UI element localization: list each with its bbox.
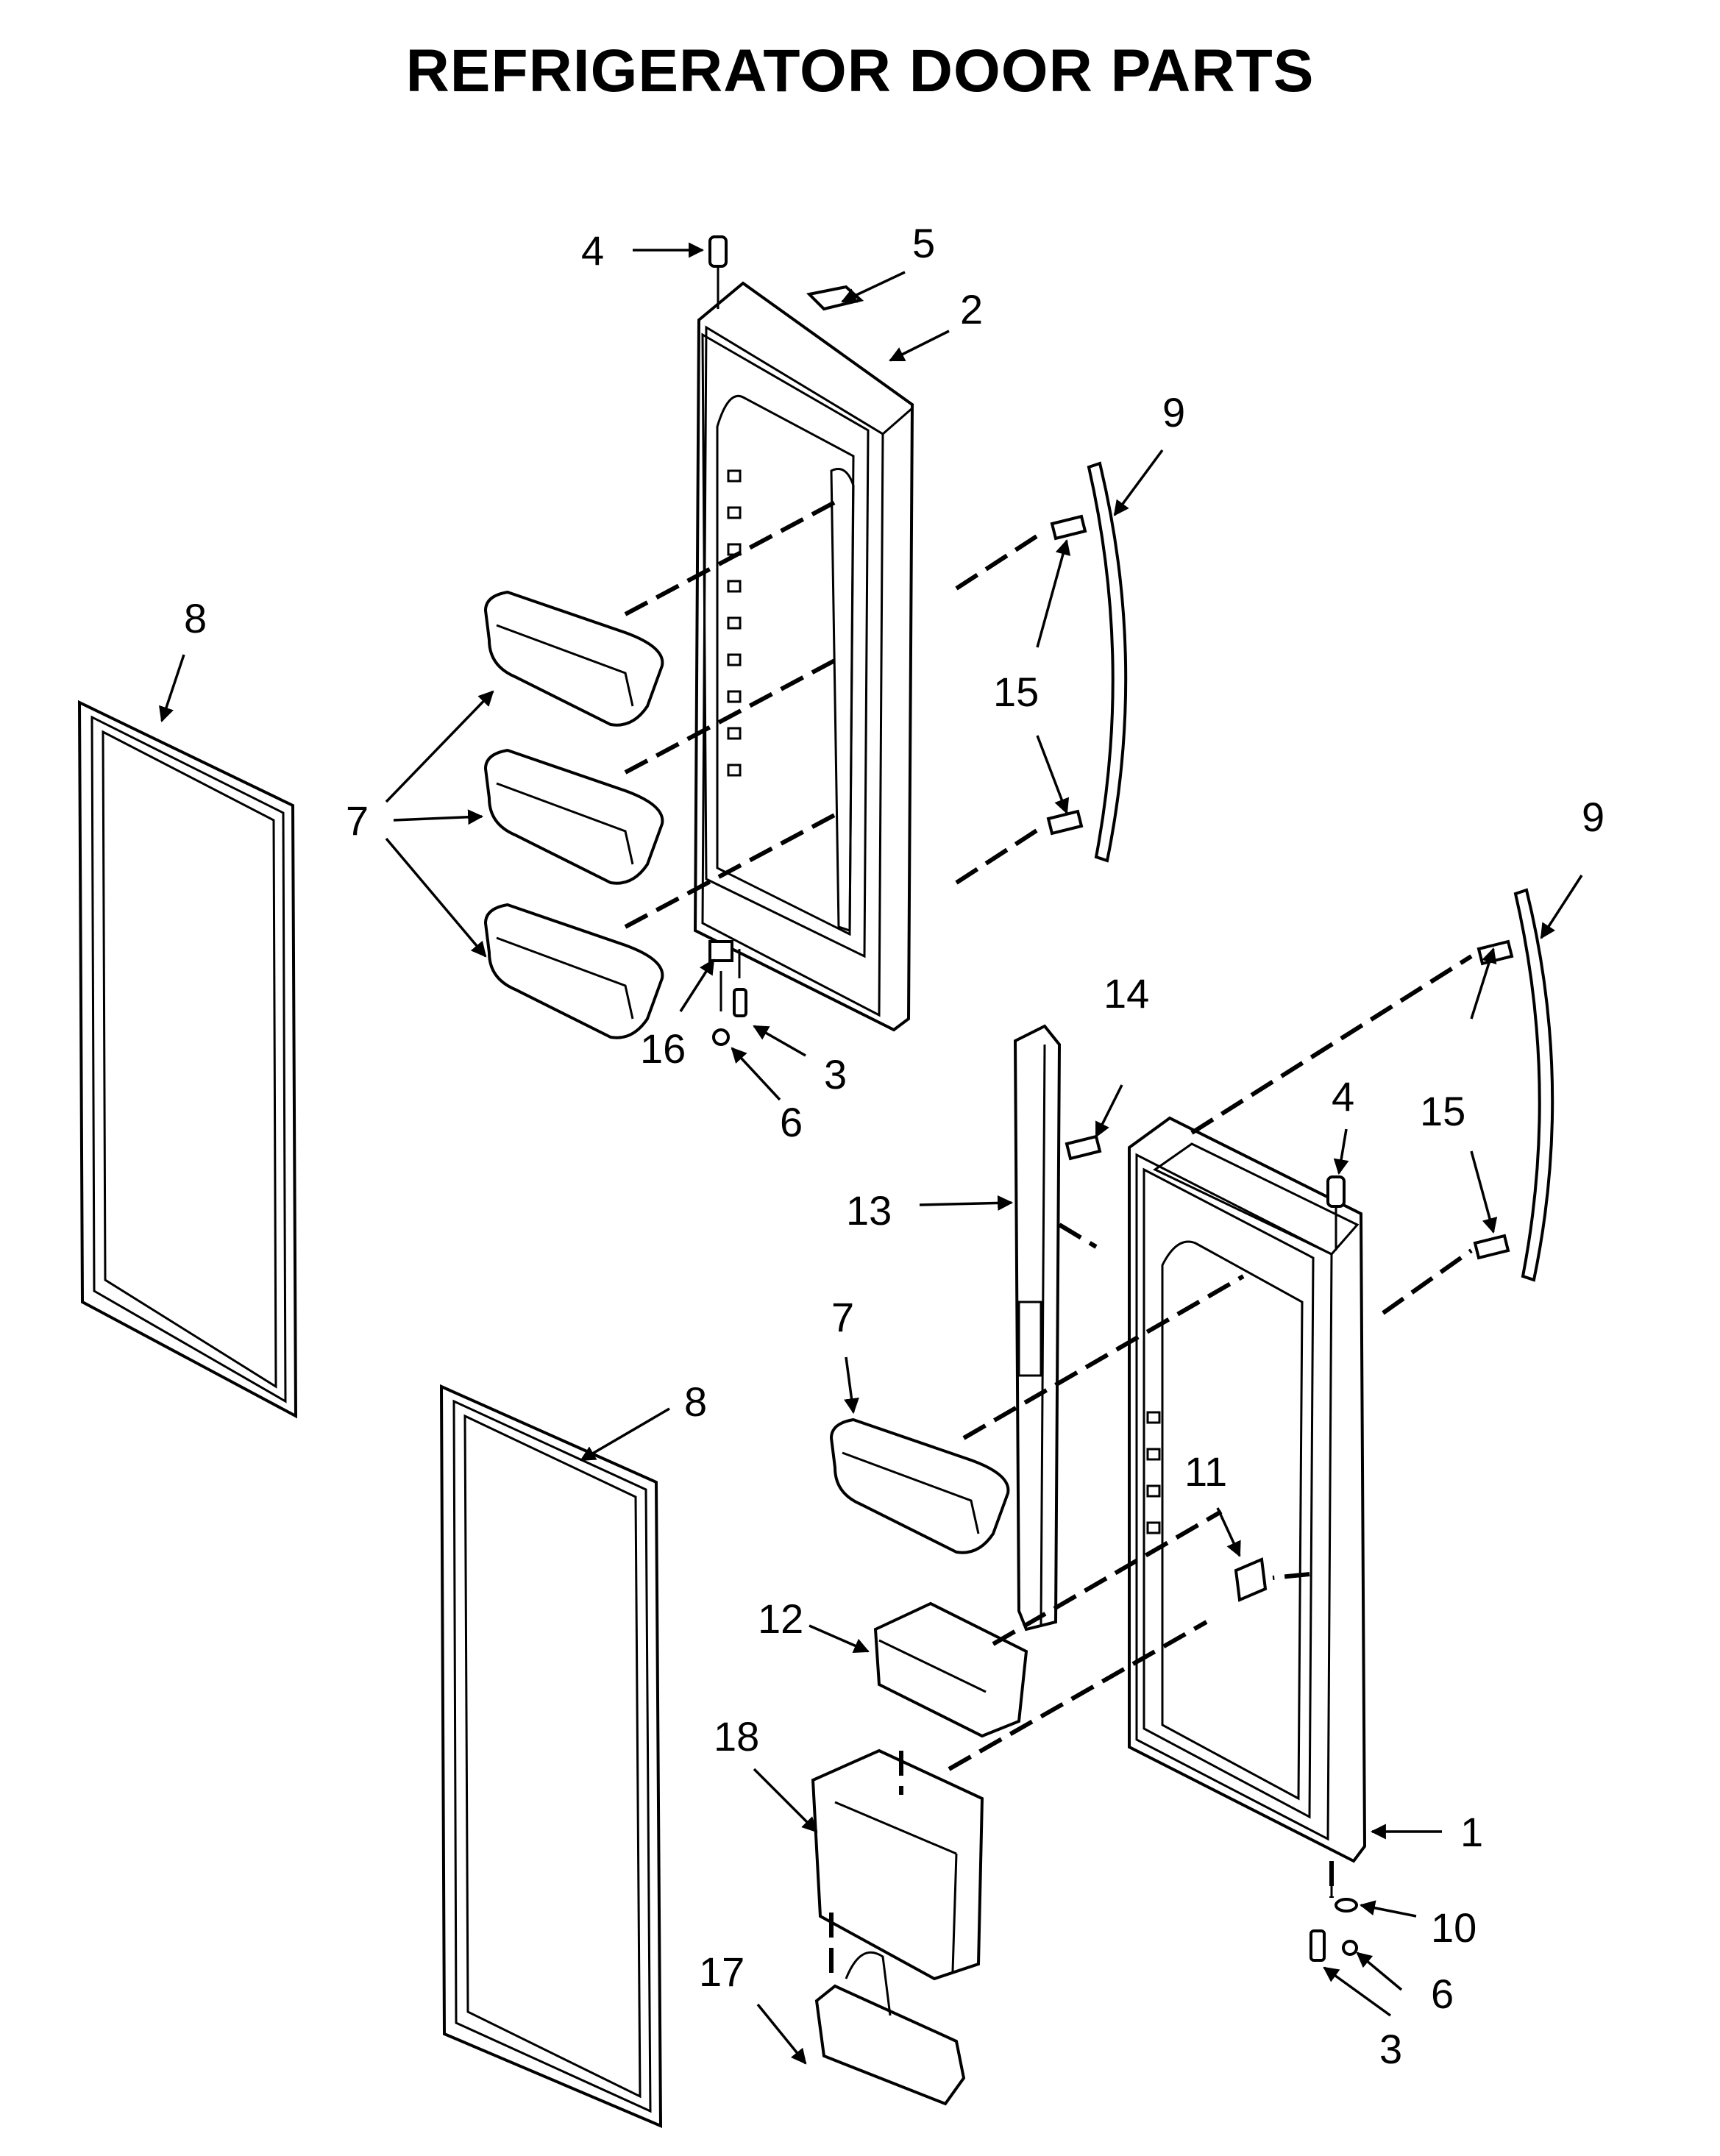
callout-7-left: 7 bbox=[346, 797, 369, 844]
callout-labels: 4 5 2 9 8 15 7 9 16 3 6 14 4 15 13 7 8 1… bbox=[184, 220, 1604, 2072]
door-stop-16 bbox=[708, 940, 741, 978]
door-gasket-upper bbox=[77, 700, 298, 1419]
callout-4-right: 4 bbox=[1332, 1073, 1354, 1120]
callout-3-right: 3 bbox=[1379, 2026, 1402, 2072]
callout-16: 16 bbox=[640, 1025, 686, 1072]
leader-arrows bbox=[159, 242, 1583, 2065]
callout-6-left: 6 bbox=[780, 1099, 803, 1145]
door-gasket-lower bbox=[439, 1384, 663, 2129]
callout-10: 10 bbox=[1431, 1904, 1476, 1951]
washer-6-left bbox=[712, 1028, 730, 1046]
callout-8-lower: 8 bbox=[684, 1378, 707, 1425]
left-door-assembly bbox=[693, 281, 914, 1032]
handle-screws-upper bbox=[1046, 514, 1087, 836]
callout-3-left: 3 bbox=[824, 1051, 847, 1097]
callout-15-lower: 15 bbox=[1420, 1088, 1465, 1134]
callout-8-upper: 8 bbox=[184, 595, 207, 641]
mullion-screw bbox=[1065, 1134, 1102, 1161]
dispenser-bin-12 bbox=[873, 1601, 1028, 1738]
right-door-shelf-tabs bbox=[1146, 1411, 1161, 1534]
page-title: REFRIGERATOR DOOR PARTS bbox=[405, 38, 1315, 104]
callout-13: 13 bbox=[846, 1187, 892, 1234]
callout-4-top-left: 4 bbox=[581, 227, 604, 274]
dispenser-tray-17 bbox=[814, 1951, 966, 2106]
alignment-lines bbox=[624, 498, 1473, 1979]
callout-2: 2 bbox=[960, 286, 983, 332]
door-bracket-11 bbox=[1234, 1557, 1268, 1602]
screw-3-left bbox=[719, 971, 747, 1017]
door-bin-3 bbox=[483, 903, 664, 1039]
callout-7-right: 7 bbox=[831, 1294, 854, 1340]
callout-12: 12 bbox=[758, 1595, 803, 1642]
door-bin-4 bbox=[829, 1417, 1010, 1554]
center-mullion bbox=[1013, 1024, 1062, 1632]
callout-9-lower: 9 bbox=[1582, 794, 1604, 840]
callout-5: 5 bbox=[912, 220, 935, 266]
door-handle-upper bbox=[1087, 461, 1128, 863]
dispenser-housing-18 bbox=[811, 1748, 984, 1981]
callout-17: 17 bbox=[699, 1949, 744, 1995]
callout-15-upper: 15 bbox=[993, 669, 1039, 715]
hinge-pin-top-left bbox=[708, 235, 728, 309]
hinge-parts-bottom-right bbox=[1309, 1861, 1358, 1962]
right-door-assembly bbox=[1128, 1116, 1367, 1863]
callout-11: 11 bbox=[1184, 1448, 1227, 1495]
hinge-pin-top-right bbox=[1326, 1175, 1346, 1250]
door-bin-1 bbox=[483, 590, 664, 727]
door-handle-lower bbox=[1513, 888, 1554, 1282]
door-bin-2 bbox=[483, 748, 664, 885]
callout-1: 1 bbox=[1460, 1809, 1483, 1855]
callout-6-right: 6 bbox=[1431, 1971, 1454, 2017]
callout-18: 18 bbox=[714, 1713, 759, 1760]
callout-9-upper: 9 bbox=[1162, 389, 1185, 435]
callout-14: 14 bbox=[1104, 970, 1149, 1017]
